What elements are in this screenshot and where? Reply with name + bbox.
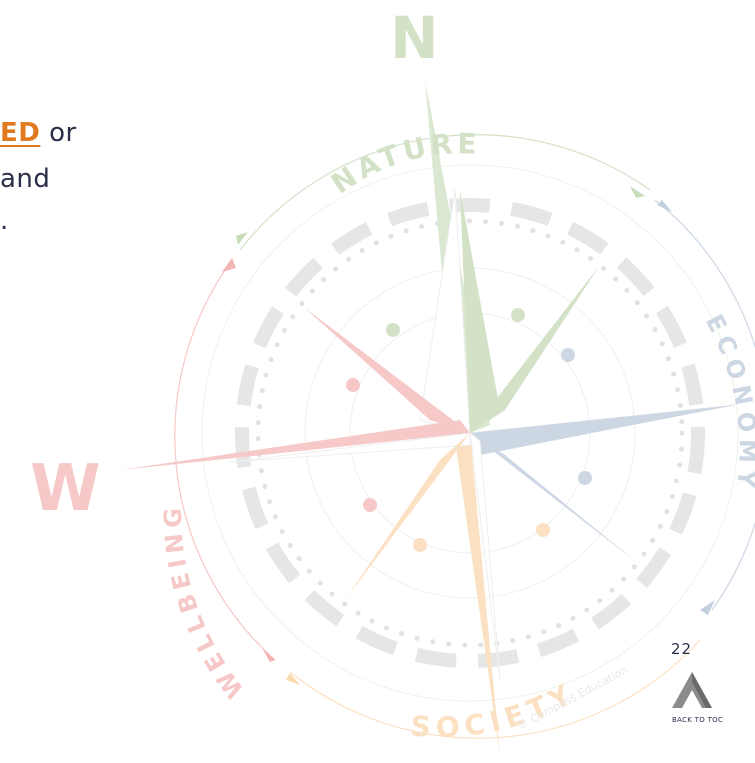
northeast-point (470, 265, 600, 433)
dot-nature-2 (511, 308, 525, 322)
east-point-dark (470, 405, 735, 455)
west-point-light (229, 432, 471, 463)
body-text-line-3: . (0, 206, 9, 236)
southeast-point (470, 433, 640, 565)
dot-society-1 (536, 523, 550, 537)
dot-economy-1 (561, 348, 575, 362)
dot-wellbeing-1 (363, 498, 377, 512)
north-label: N (390, 4, 439, 72)
nature-label: NATURE (325, 127, 481, 201)
back-to-toc-link[interactable]: BACK TO TOC (672, 716, 724, 724)
economy-label: ECONOMY (700, 310, 755, 495)
north-point-dark (460, 190, 500, 433)
dot-nature-1 (386, 323, 400, 337)
arc-society (289, 639, 701, 739)
wellbeing-label: WELLBEING (159, 503, 250, 703)
dashed-ring (235, 198, 705, 668)
dot-society-2 (413, 538, 427, 552)
body-text-line-1: ED or (0, 120, 77, 146)
southwest-point (345, 433, 470, 600)
outer-ring (201, 164, 739, 702)
arrow-economy (657, 200, 672, 212)
back-to-toc-icon[interactable] (672, 664, 742, 724)
arc-economy (654, 199, 755, 611)
dotted-ring (255, 218, 685, 648)
arrow-wellbeing-2 (222, 258, 236, 272)
arrow-society (286, 673, 300, 685)
body-text-line-2: and (0, 164, 51, 194)
south-point (455, 433, 500, 755)
arrow-wellbeing (262, 648, 275, 662)
west-point (120, 420, 470, 470)
arc-wellbeing (174, 259, 276, 661)
body-text-line-1-rest: or (40, 118, 77, 148)
northwest-point (305, 308, 470, 433)
arrow-economy-2 (700, 600, 715, 615)
arrow-nature-2 (236, 232, 248, 245)
dot-economy-2 (578, 471, 592, 485)
arrow-nature (630, 186, 645, 198)
highlighted-term[interactable]: ED (0, 118, 41, 148)
west-label: W (30, 452, 101, 526)
dot-wellbeing-2 (346, 378, 360, 392)
page-number: 22 (671, 640, 693, 658)
